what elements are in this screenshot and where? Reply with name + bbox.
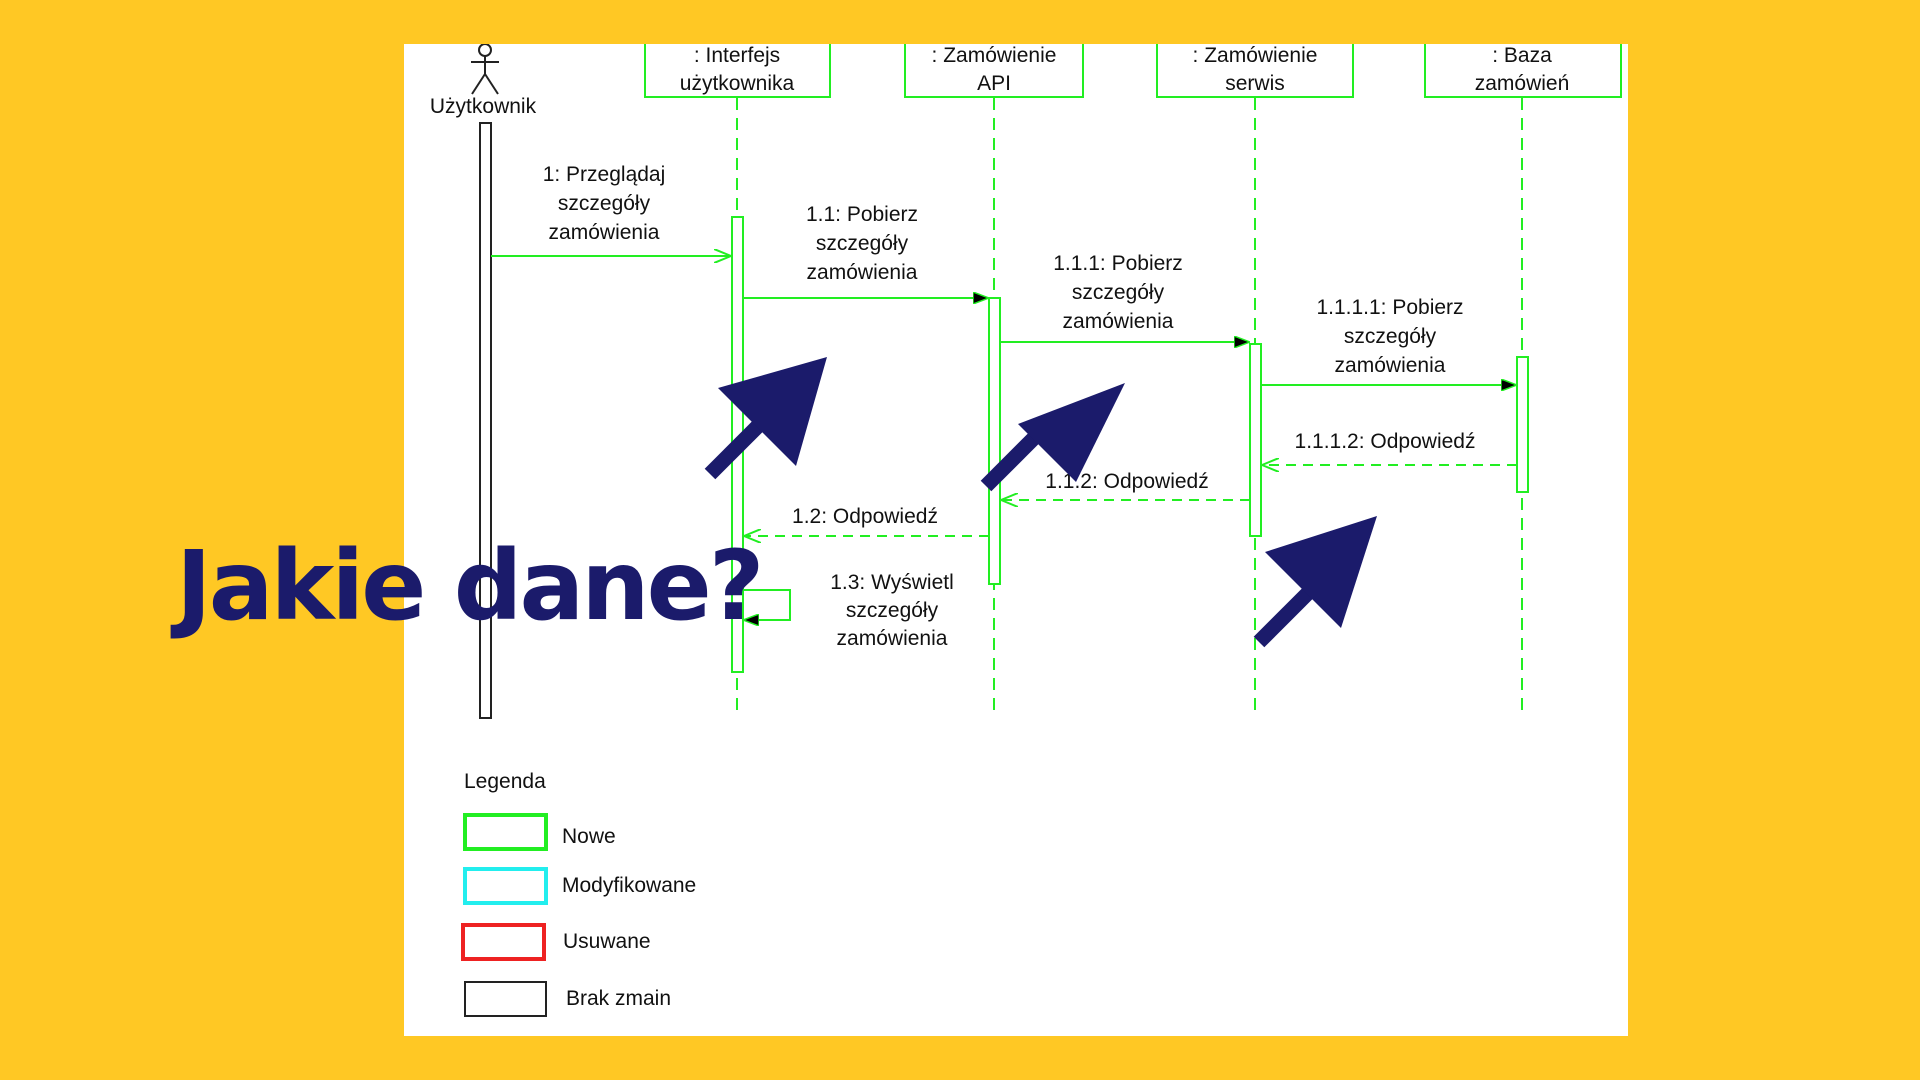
svg-text:1.1.1: Pobierz: 1.1.1: Pobierz [1053,252,1183,275]
svg-text:szczegóły: szczegóły [1344,325,1437,348]
activation-bar-database [1516,356,1529,493]
svg-text:szczegóły: szczegóły [846,599,939,622]
actor-label: Użytkownik [430,95,537,118]
svg-text:: Interfejs: : Interfejs [694,44,780,67]
pointer-arrow-icon [704,357,827,480]
legend-item-new: Nowe [463,813,616,851]
svg-text:1.1.1.1: Pobierz: 1.1.1.1: Pobierz [1316,296,1463,319]
svg-text:: Zamówienie: : Zamówienie [1193,44,1318,67]
svg-text:Nowe: Nowe [562,825,616,848]
pointer-arrow-icon [1253,516,1377,648]
legend-item-removed: Usuwane [461,923,651,961]
svg-text:szczegóły: szczegóły [1072,281,1165,304]
svg-text:Brak zmain: Brak zmain [566,987,671,1010]
svg-text:1: Przeglądaj: 1: Przeglądaj [543,163,666,186]
pointer-arrow-icon [980,383,1125,492]
svg-text:zamówienia: zamówienia [1335,354,1446,377]
lifeline-head-ui: : Interfejs użytkownika [644,44,831,98]
activation-bar-api [988,297,1001,585]
svg-text:1.3: Wyświetl: 1.3: Wyświetl [830,571,954,594]
svg-text:API: API [977,72,1011,95]
message-1-1-2: 1.1.2: Odpowiedź [1001,470,1250,500]
svg-text:zamówienia: zamówienia [807,261,918,284]
lifeline-head-api: : Zamówienie API [904,44,1084,98]
svg-text:1.2: Odpowiedź: 1.2: Odpowiedź [792,505,938,528]
activation-bar-service [1249,343,1262,537]
lifeline-head-service: : Zamówienie serwis [1156,44,1354,98]
svg-text:: Zamówienie: : Zamówienie [932,44,1057,67]
message-1-2: 1.2: Odpowiedź [744,505,989,536]
svg-text:szczegóły: szczegóły [558,192,651,215]
message-1-3-self: 1.3: Wyświetl szczegóły zamówienia [743,571,954,650]
legend-item-unchanged: Brak zmain [464,981,671,1017]
svg-text:serwis: serwis [1225,72,1285,95]
svg-text:zamówienia: zamówienia [549,221,660,244]
svg-text:zamówienia: zamówienia [1063,310,1174,333]
svg-text:1.1: Pobierz: 1.1: Pobierz [806,203,918,226]
message-1-1-1-2: 1.1.1.2: Odpowiedź [1262,430,1517,465]
message-1-1-1: 1.1.1: Pobierz szczegóły zamówienia [1000,252,1249,342]
actor-activation-bar [479,122,492,719]
svg-text:1.1.1.2: Odpowiedź: 1.1.1.2: Odpowiedź [1295,430,1476,453]
lifeline-head-database: : Baza zamówień [1424,44,1622,98]
slide-question-title: Jakie dane? [176,530,764,642]
svg-text:użytkownika: użytkownika [680,72,795,95]
svg-text:Usuwane: Usuwane [563,930,651,953]
svg-text:zamówień: zamówień [1475,72,1570,95]
message-1: 1: Przeglądaj szczegóły zamówienia [491,163,731,256]
message-1-1-1-1: 1.1.1.1: Pobierz szczegóły zamówienia [1261,296,1516,385]
svg-text:szczegóły: szczegóły [816,232,909,255]
svg-text:1.1.2: Odpowiedź: 1.1.2: Odpowiedź [1045,470,1208,493]
legend-item-modified: Modyfikowane [463,867,696,905]
message-1-1: 1.1: Pobierz szczegóły zamówienia [743,203,988,298]
sequence-diagram: Użytkownik : Interfejs użytkownika : Zam… [430,44,1622,1017]
actor-stick-figure-icon [471,44,499,95]
svg-text:zamówienia: zamówienia [837,627,948,650]
legend-title: Legenda [464,770,546,793]
svg-text:: Baza: : Baza [1492,44,1552,67]
diagram-panel: Użytkownik : Interfejs użytkownika : Zam… [404,44,1628,1036]
svg-text:Modyfikowane: Modyfikowane [562,874,696,897]
